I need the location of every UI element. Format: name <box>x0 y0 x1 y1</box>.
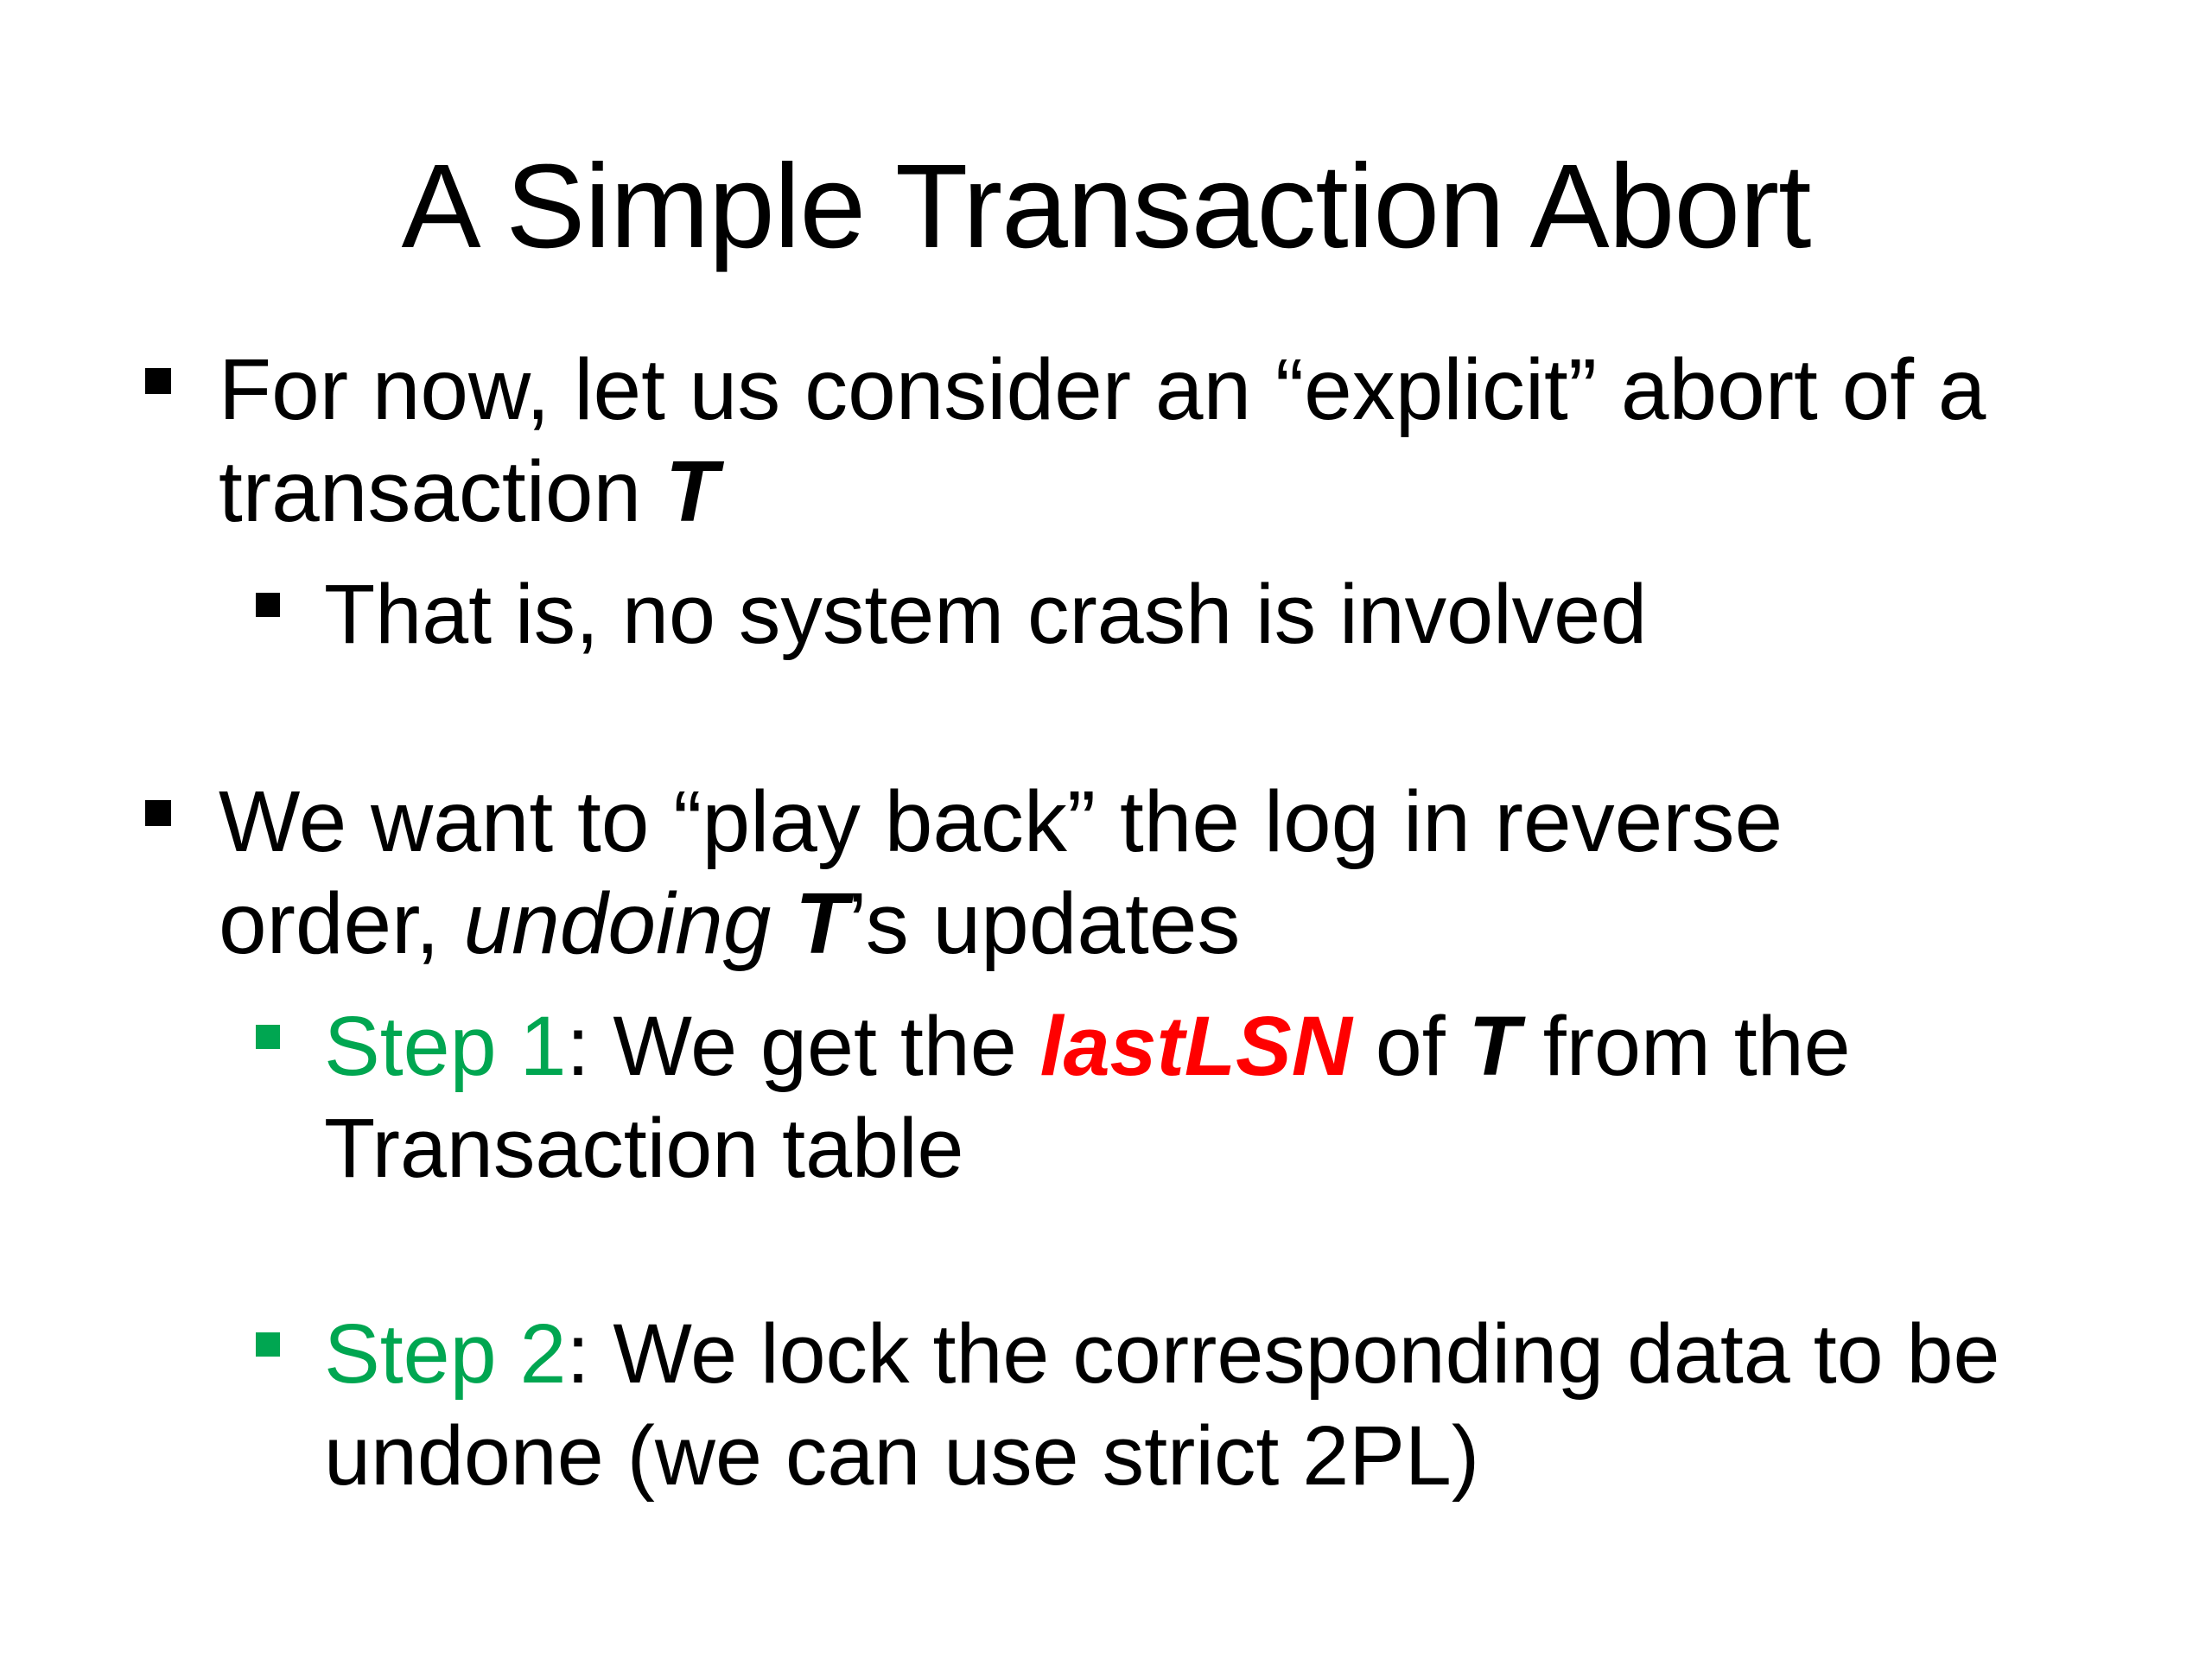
spacer <box>0 975 2212 995</box>
square-bullet-icon <box>145 368 171 394</box>
square-bullet-icon <box>145 800 171 826</box>
square-bullet-icon <box>256 1025 280 1049</box>
bullet-text: That is, no system crash is involved <box>324 567 1648 661</box>
bullet-step-1: Step 1: We get the lastLSN of T from the… <box>0 995 2212 1199</box>
bullet-emphasis-T: T <box>1468 999 1520 1093</box>
spacer <box>0 543 2212 563</box>
bullet-level1-1: For now, let us consider an “explicit” a… <box>0 339 2212 543</box>
step-text-tail: from the Transaction table <box>324 999 1851 1195</box>
bullet-level1-2: We want to “play back” the log in revers… <box>0 771 2212 975</box>
term-lastlsn: lastLSN <box>1039 999 1352 1093</box>
slide-body: For now, let us consider an “explicit” a… <box>0 339 2212 1507</box>
spacer <box>0 1199 2212 1303</box>
bullet-text: For now, let us consider an “explicit” a… <box>219 341 1986 540</box>
square-bullet-icon <box>256 593 280 617</box>
bullet-level2-1: That is, no system crash is involved <box>0 563 2212 665</box>
step-text: : We lock the corresponding data to be u… <box>324 1306 2000 1503</box>
page-title: A Simple Transaction Abort <box>401 140 1812 274</box>
bullet-step-2: Step 2: We lock the corresponding data t… <box>0 1303 2212 1507</box>
step-text: : We get the <box>566 999 1040 1093</box>
bullet-emphasis-T: T <box>664 443 719 540</box>
bullet-text: We want to “play back” the log in revers… <box>219 773 1783 972</box>
square-bullet-icon <box>256 1332 280 1357</box>
bullet-emphasis-undoing: undoing <box>463 875 796 972</box>
step-label: Step 2 <box>324 1306 567 1401</box>
step-label: Step 1 <box>324 999 567 1093</box>
bullet-emphasis-T: T <box>795 875 849 972</box>
spacer <box>0 665 2212 771</box>
step-text: of <box>1351 999 1469 1093</box>
bullet-text-tail: ’s updates <box>848 875 1241 972</box>
